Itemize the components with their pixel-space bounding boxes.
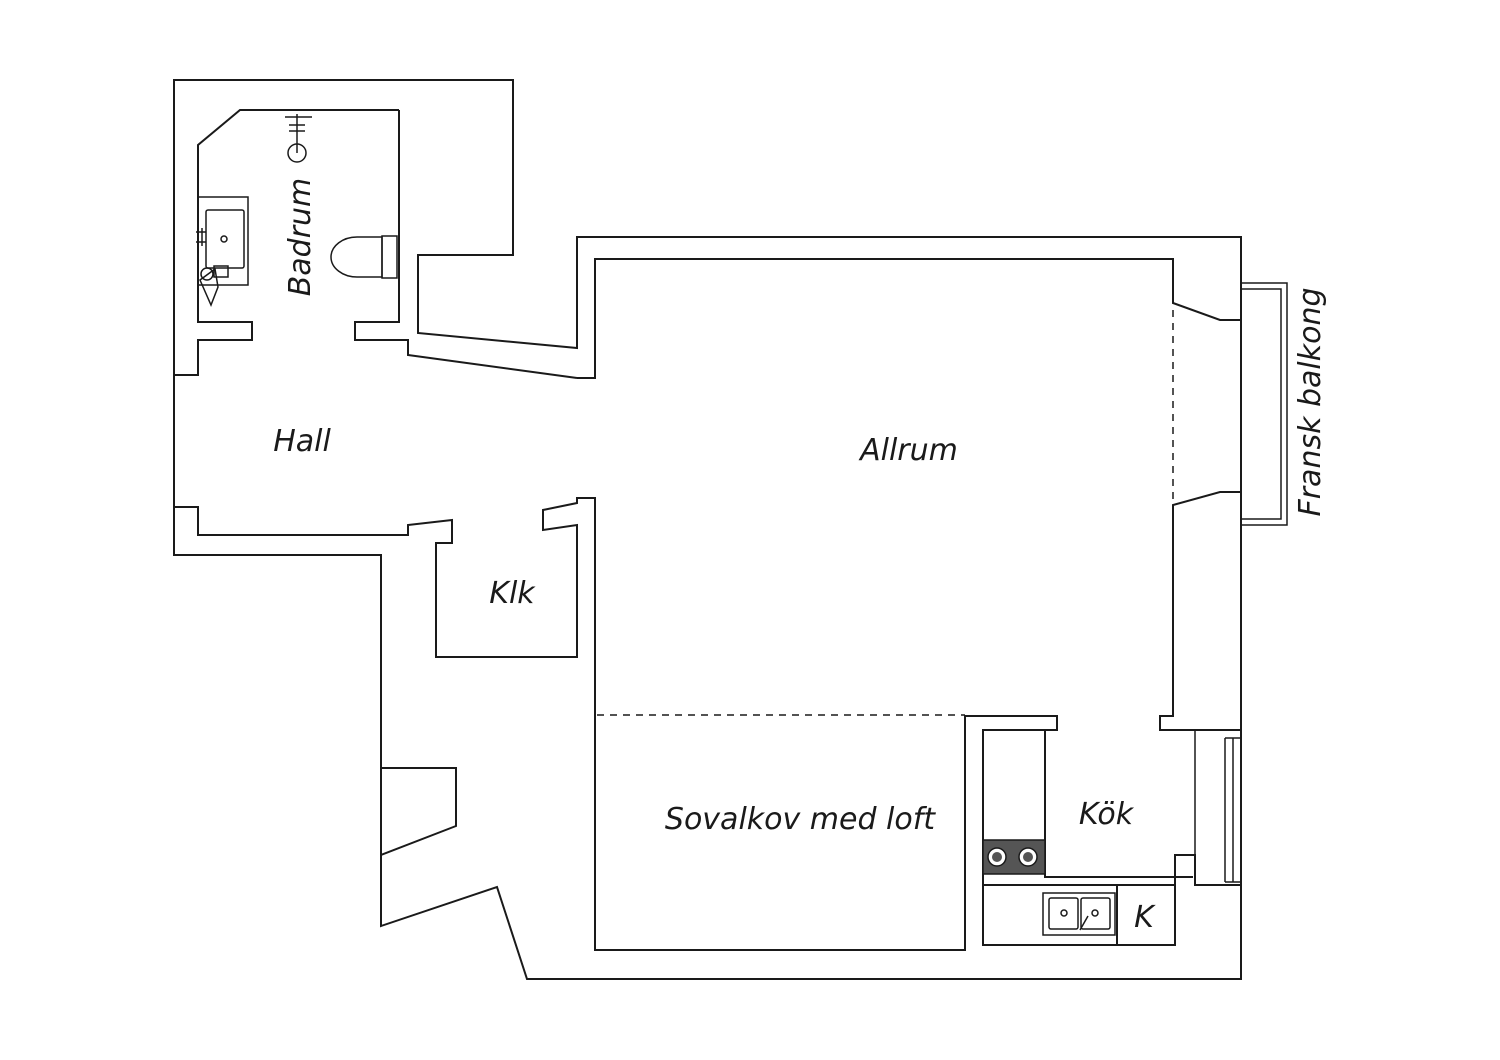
toilet-icon — [330, 235, 398, 279]
french-balcony-railing — [1241, 282, 1288, 526]
sovalkov-label: Sovalkov med loft — [665, 802, 936, 837]
kok-label: Kök — [1079, 797, 1135, 832]
hall-label: Hall — [273, 424, 331, 459]
sink-icon — [196, 196, 249, 286]
allrum-label: Allrum — [858, 433, 958, 468]
inner-walls — [174, 109, 1242, 951]
washing-machine-icon — [199, 265, 229, 307]
stove-icon — [982, 839, 1046, 875]
shower-icon — [285, 114, 312, 163]
badrum-label: Badrum — [283, 178, 318, 297]
klk-label: Klk — [489, 576, 536, 611]
outer-wall — [173, 79, 1242, 980]
k-label: K — [1134, 900, 1156, 935]
fransk-balkong-label: Fransk balkong — [1293, 287, 1328, 516]
kitchen-sink-icon — [1042, 892, 1116, 936]
